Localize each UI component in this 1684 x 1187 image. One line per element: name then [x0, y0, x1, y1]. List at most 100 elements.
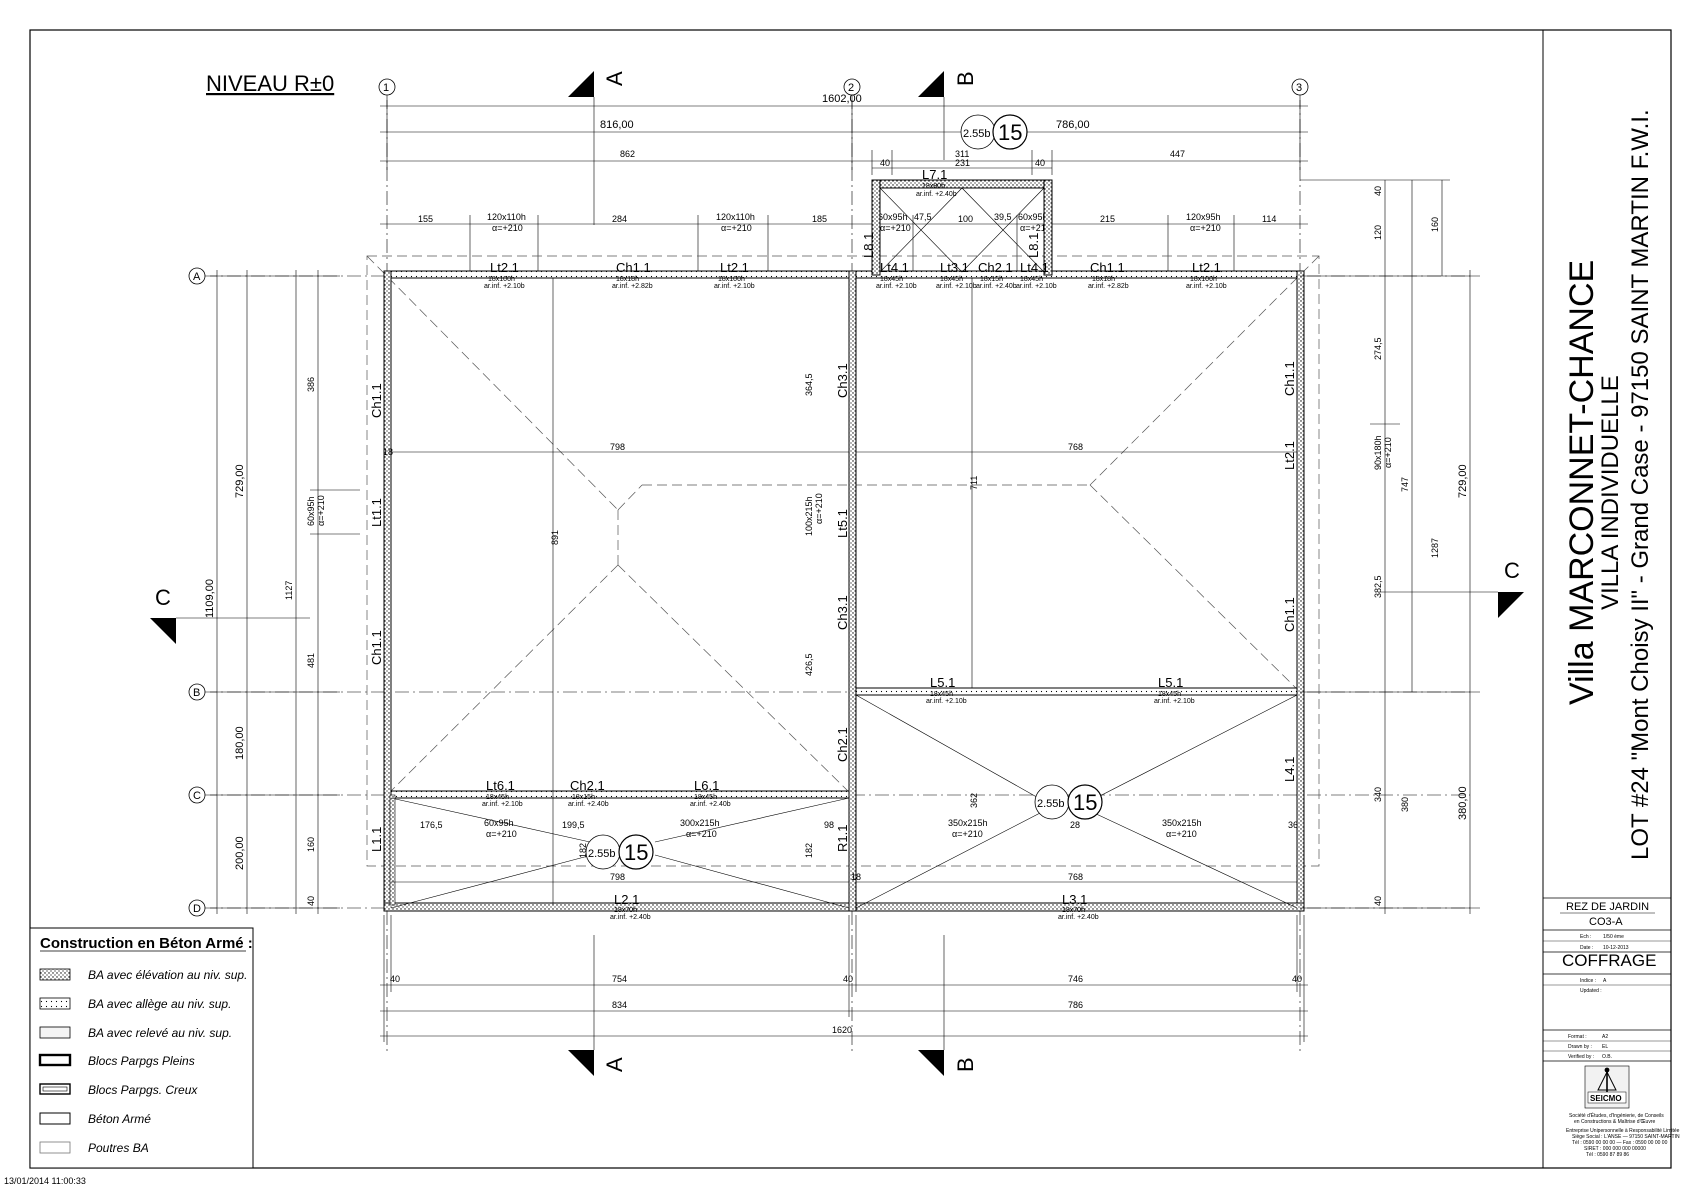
scale-key: Ech : — [1580, 934, 1591, 940]
company-line-7: Tél : 0590 87 89 86 — [1586, 1152, 1629, 1158]
format-key: Format : — [1568, 1034, 1587, 1040]
company-line-6: SIRET : 000 000 000 00000 — [1584, 1146, 1646, 1152]
opening-door-4-alt: α=+210 — [1166, 829, 1197, 839]
dim-176-5: 176,5 — [420, 820, 443, 830]
company-line-1: Société d'Études, d'Ingénierie, de Conse… — [1569, 1112, 1664, 1119]
beam-size-l5a: 18x45h — [930, 691, 953, 698]
beam-level-l5b: ar.inf. +2.10b — [1154, 698, 1195, 705]
verified-by-key: Verified by : — [1568, 1054, 1594, 1060]
dim-98: 98 — [824, 820, 834, 830]
svg-text:15: 15 — [998, 120, 1022, 145]
grid-bubbles — [188, 78, 1309, 917]
dim-364-5: 364,5 — [804, 373, 814, 396]
dim-380b: 380 — [1400, 797, 1410, 812]
opening-door-2-alt: α=+210 — [686, 829, 717, 839]
legend-item-7: Poutres BA — [88, 1141, 149, 1155]
company-logo: SEICMO — [1584, 1065, 1630, 1109]
beam-l7-1: L7.1 — [922, 167, 947, 182]
beam-l1-1: L1.1 — [369, 827, 384, 852]
beam-lt5-1: Lt5.1 — [835, 509, 850, 538]
dim-1109: 1109,00 — [204, 579, 216, 618]
beam-ch2-1-b: Ch2.1 — [835, 727, 850, 762]
grid-row-c: C — [193, 790, 201, 802]
dim-199-5: 199,5 — [562, 820, 585, 830]
dim-18a: 18 — [383, 447, 393, 457]
dim-481: 481 — [306, 653, 316, 668]
dim-798b: 798 — [610, 872, 625, 882]
dim-total-top: 1602,00 — [822, 93, 862, 105]
beam-lt6-1: Lt6.1 — [486, 778, 515, 793]
dim-182a: 182 — [578, 843, 588, 858]
beam-level-ch2c: ar.inf. +2.40b — [568, 801, 609, 808]
beam-level-1: ar.inf. +2.10b — [484, 283, 525, 290]
dim-40-left: 40 — [306, 896, 316, 906]
beam-size-8: 18x18h — [1092, 276, 1115, 283]
legend-swatch-1 — [39, 968, 71, 981]
walls — [383, 179, 1305, 912]
beam-level-6: ar.inf. +2.40b — [976, 283, 1017, 290]
drawn-by-key: Drawn by : — [1568, 1044, 1592, 1050]
section-b-top: B — [953, 71, 978, 86]
dim-747: 747 — [1400, 477, 1410, 492]
dim-40-b2: 40 — [843, 974, 853, 984]
legend-swatch-2 — [39, 997, 71, 1010]
date-key: Date : — [1580, 945, 1593, 951]
grid-row-b: B — [193, 687, 200, 699]
grid-col-3: 3 — [1296, 82, 1302, 94]
level-marker-top: 2.55b 15 — [960, 114, 1028, 150]
opening-w1-alt: α=+210 — [492, 223, 523, 233]
level-marker-bottom: 2.55b 15 — [585, 834, 654, 870]
beam-ch1-1-b: Ch1.1 — [1090, 260, 1125, 275]
dim-100: 100 — [958, 214, 973, 224]
beam-size-ch2c: 18x15h — [572, 794, 595, 801]
beam-l8-1-a: L8.1 — [861, 233, 876, 258]
legend-item-1: BA avec élévation au niv. sup. — [88, 968, 247, 982]
grid-col-2: 2 — [848, 82, 854, 94]
verified-by-value: O.B. — [1602, 1054, 1612, 1060]
beam-ch3-1-a: Ch3.1 — [835, 363, 850, 398]
dim-120-right: 120 — [1373, 225, 1383, 240]
opening-door-1-alt: α=+210 — [814, 493, 824, 524]
beam-l5-1-b: L5.1 — [1158, 675, 1183, 690]
dim-182b: 182 — [804, 843, 814, 858]
legend-item-6: Béton Armé — [88, 1112, 151, 1126]
section-markers — [150, 71, 1524, 1076]
bottom-dimension-lines — [380, 915, 1308, 1042]
beam-ch3-1-b: Ch3.1 — [835, 595, 850, 630]
dim-862: 862 — [620, 149, 635, 159]
project-address: LOT #24 "Mont Choisy II" - Grand Case - … — [1627, 109, 1654, 860]
beam-level-5: ar.inf. +2.10b — [936, 283, 977, 290]
company-line-5: Tél : 0590 00 00 00 — Fax : 0590 00 00 0… — [1572, 1140, 1668, 1146]
beam-level-l6: ar.inf. +2.40b — [690, 801, 731, 808]
beam-ch1-1-c: Ch1.1 — [369, 383, 384, 418]
sheet-border — [29, 29, 1672, 1169]
beam-ch1-1-d: Ch1.1 — [369, 630, 384, 665]
dim-754: 754 — [612, 974, 627, 984]
beam-size-l3: 18x70h — [1062, 907, 1085, 914]
grid-row-a: A — [193, 271, 201, 283]
title-block: Villa MARCONNET-CHANCE VILLA INDIVIDUELL… — [1543, 109, 1680, 1158]
beam-l8-1-b: L8.1 — [1026, 233, 1041, 258]
beam-size-lt6: 18x45h — [486, 794, 509, 801]
dim-1620: 1620 — [832, 1025, 852, 1035]
opening-door-3-alt: α=+210 — [952, 829, 983, 839]
beam-ch1-1-a: Ch1.1 — [616, 260, 651, 275]
beam-size-4: 18x45h — [880, 276, 903, 283]
slab-lines — [390, 278, 1298, 909]
section-a-bottom: A — [602, 1057, 627, 1072]
dim-200-left: 200,00 — [234, 836, 246, 870]
opening-w6: 60x95h — [484, 818, 514, 828]
grid-col-1: 1 — [383, 82, 389, 94]
opening-left-win-alt: α=+210 — [316, 495, 326, 526]
dim-768: 768 — [1068, 442, 1083, 452]
level-title: NIVEAU R±0 — [206, 71, 334, 96]
beam-size-2: 18x18h — [616, 276, 639, 283]
beam-l4-1: L4.1 — [1282, 757, 1297, 782]
dim-231: 231 — [955, 158, 970, 168]
dim-185: 185 — [812, 214, 827, 224]
dim-786: 786,00 — [1056, 119, 1090, 131]
beam-l5-1-a: L5.1 — [930, 675, 955, 690]
dim-180-left: 180,00 — [234, 726, 246, 760]
opening-w3-alt: α=+210 — [880, 223, 911, 233]
beam-ch2-1-a: Ch2.1 — [978, 260, 1013, 275]
